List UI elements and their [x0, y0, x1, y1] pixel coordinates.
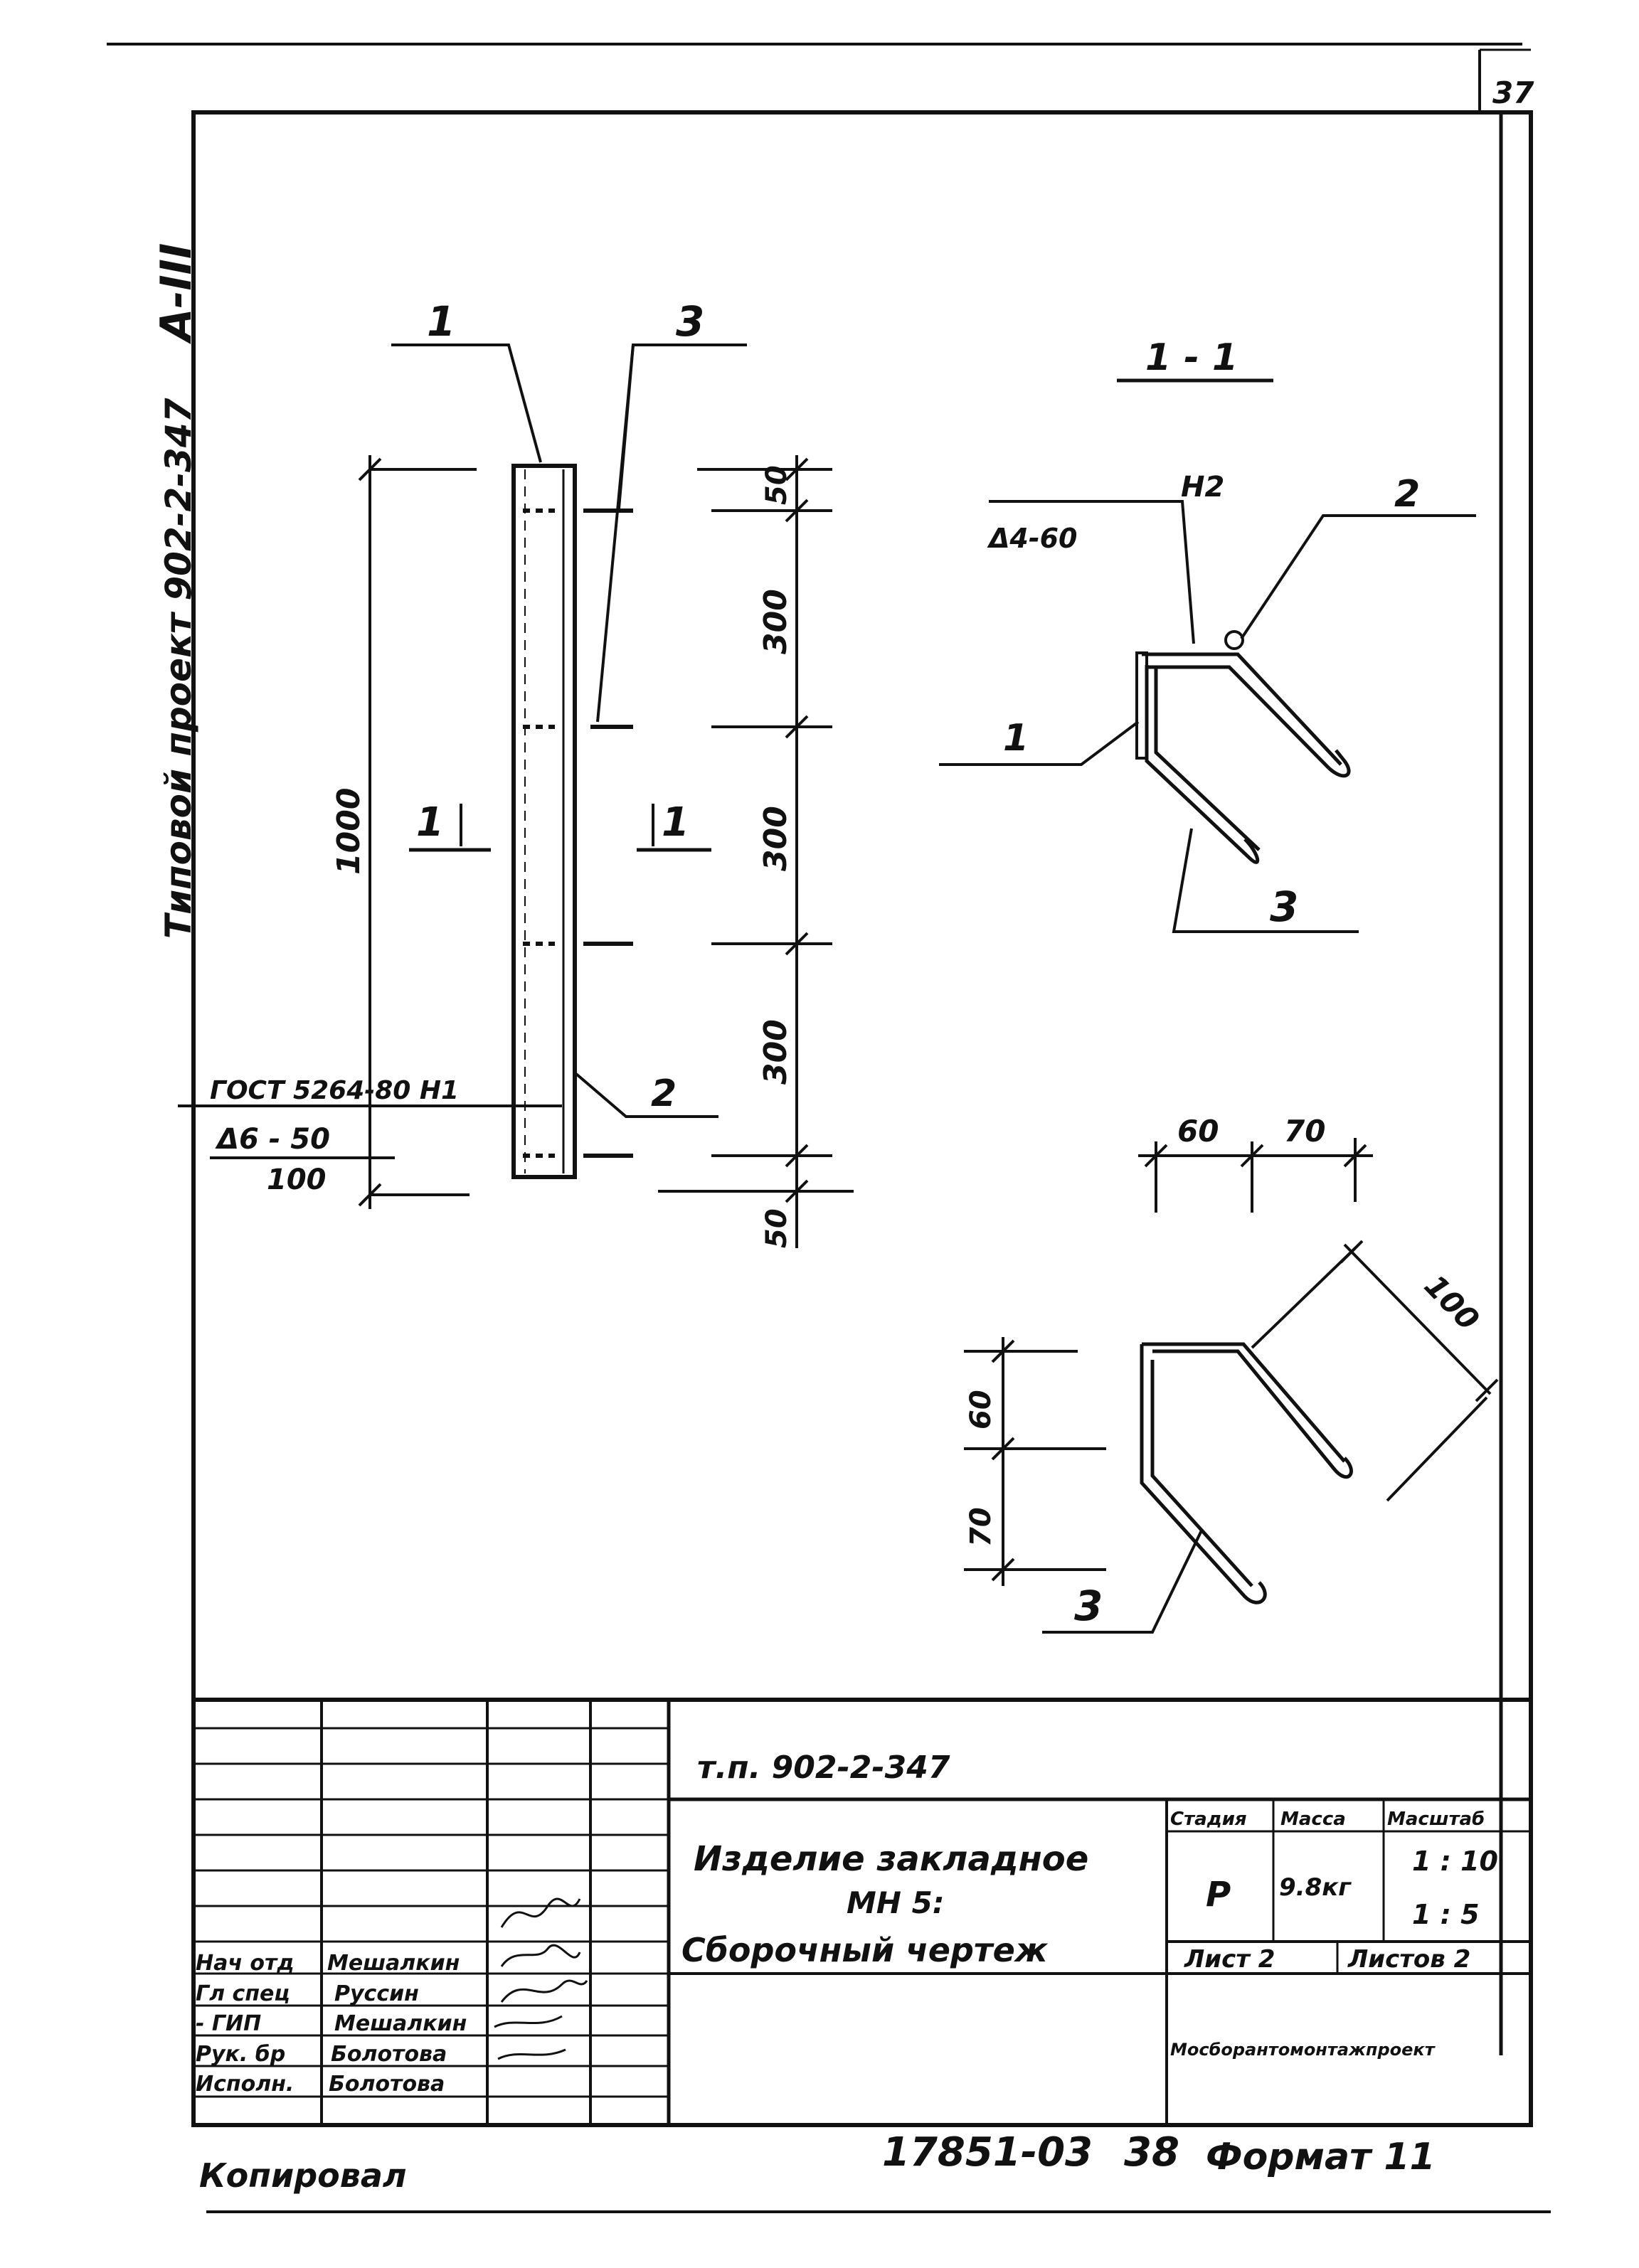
section-mark-left: 1	[416, 799, 444, 846]
dim-300-b: 300	[758, 806, 794, 871]
header-mass: Масса	[1280, 1809, 1346, 1830]
detail-pos3-label: 3	[1074, 1582, 1103, 1630]
detail-dim-b: 70	[1284, 1114, 1325, 1149]
overall-dim-label: 1000	[331, 788, 367, 875]
plate-weld-note: ГОСТ 5264-80 Н1	[210, 1076, 459, 1105]
sig-role: - ГИП	[196, 2011, 261, 2036]
side-project-label: Типовой проект 902-2-347	[158, 398, 199, 939]
stamp-page: 38	[1124, 2129, 1179, 2176]
section-pos3-label: 3	[1270, 883, 1298, 931]
section-title: 1 - 1	[1145, 336, 1238, 379]
header-stage: Стадия	[1170, 1809, 1247, 1830]
sig-name: Болотова	[329, 2072, 445, 2097]
signature-rows: Нач отд Мешалкин Гл спец Руссин - ГИП Ме…	[196, 1951, 467, 2097]
organization-name: Мосборантомонтажпроект	[1170, 2040, 1436, 2060]
detail-dim-diagonal: 100	[1418, 1268, 1486, 1337]
embedded-plate	[511, 464, 577, 1179]
section-pos2-label: 2	[1394, 473, 1420, 516]
section-weld-size: Δ4-60	[987, 523, 1078, 554]
section-pos1-label: 1	[1003, 717, 1029, 760]
doc-code: т.п. 902-2-347	[697, 1750, 950, 1786]
section-weld-label: Н2	[1181, 471, 1224, 504]
detail-dim-v2: 70	[965, 1507, 997, 1547]
sheet-frame	[107, 43, 1551, 2213]
sig-name: Руссин	[334, 1981, 419, 2006]
dim-300-c: 300	[758, 1019, 794, 1085]
dim-300-a: 300	[758, 589, 794, 654]
sig-role: Гл спец	[196, 1981, 290, 2006]
sig-name: Мешалкин	[327, 1951, 460, 1976]
sheet-number: Лист 2	[1184, 1945, 1275, 1974]
detail-dim-a: 60	[1177, 1114, 1219, 1149]
stage-value: Р	[1206, 1875, 1231, 1915]
title-block	[193, 1698, 1531, 2126]
sheets-total: Листов 2	[1347, 1945, 1470, 1974]
side-format-label: А-III	[152, 243, 201, 344]
front-pos2-label: 2	[651, 1072, 677, 1115]
sig-name: Болотова	[331, 2042, 447, 2067]
scale-value-1: 1 : 10	[1412, 1846, 1498, 1877]
detail-dim-v1: 60	[965, 1390, 997, 1430]
stamp-format: Формат 11	[1206, 2136, 1436, 2178]
section-view	[939, 378, 1476, 933]
copied-by: Копировал	[199, 2156, 407, 2195]
sig-role: Рук. бр	[196, 2042, 285, 2067]
front-pos1-label: 1	[427, 297, 455, 346]
front-pos3-label: 3	[676, 297, 704, 346]
mass-value: 9.8кг	[1279, 1873, 1352, 1902]
header-scale: Масштаб	[1387, 1809, 1485, 1830]
section-mark-right: 1	[662, 799, 689, 846]
product-name-2: МН 5:	[847, 1885, 945, 1920]
product-name-3: Сборочный чертеж	[681, 1931, 1049, 1969]
sig-name: Мешалкин	[334, 2011, 467, 2036]
page-number: 37	[1492, 75, 1534, 110]
stamp-code: 17851-03	[882, 2129, 1093, 2176]
dim-50-bottom: 50	[760, 1208, 793, 1248]
sig-role: Исполн.	[196, 2072, 294, 2097]
product-name-1: Изделие закладное	[694, 1839, 1088, 1879]
anchor-ticks	[523, 509, 633, 1158]
front-view	[178, 344, 854, 1248]
anchor-detail	[964, 1138, 1499, 1634]
scale-value-2: 1 : 5	[1412, 1899, 1480, 1930]
sig-role: Нач отд	[196, 1951, 295, 1976]
plate-size-note: Δ6 - 50	[215, 1123, 330, 1156]
dim-50-top: 50	[760, 465, 793, 505]
plate-length-note: 100	[267, 1164, 327, 1196]
